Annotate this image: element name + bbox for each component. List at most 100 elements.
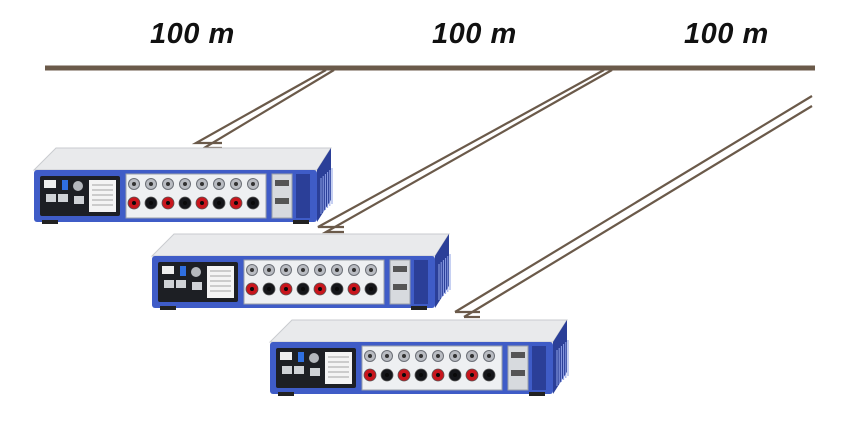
device-1-bnc-pin	[217, 182, 221, 186]
device-2-banana-jack-hole	[301, 287, 305, 291]
device-3-bnc-pin	[470, 354, 474, 358]
device-3-banana-jack-hole	[385, 373, 389, 377]
device-3-bnc-pin	[402, 354, 406, 358]
device-1-lid	[32, 147, 332, 171]
device-1-bnc-pin	[183, 182, 187, 186]
device-3-banana-jack-hole	[436, 373, 440, 377]
device-1-bnc-pin	[234, 182, 238, 186]
device-1-ethernet-port	[74, 196, 84, 204]
drop-cable-1-strand-a	[191, 69, 327, 145]
device-2-bnc-pin	[352, 268, 356, 272]
device-2-foot	[160, 306, 176, 310]
device-3-bnc-pin	[385, 354, 389, 358]
device-3-bnc-pin	[368, 354, 372, 358]
device-3-display	[280, 352, 292, 360]
device-3	[268, 319, 569, 396]
device-2-bnc-pin	[284, 268, 288, 272]
device-1	[32, 147, 333, 224]
device-1-bnc-pin	[166, 182, 170, 186]
device-2-bnc-pin	[301, 268, 305, 272]
device-2-display	[162, 266, 174, 274]
device-2-banana-jack-hole	[318, 287, 322, 291]
device-1-banana-jack-hole	[166, 201, 170, 205]
device-2-banana-jack-hole	[250, 287, 254, 291]
device-2-slot-connector	[393, 266, 407, 272]
device-2-end-cap	[414, 260, 428, 304]
device-2-power-connector	[191, 267, 201, 277]
device-1-power-connector	[73, 181, 83, 191]
device-3-ethernet-port	[282, 366, 292, 374]
device-2-bnc-pin	[335, 268, 339, 272]
device-2-banana-jack-hole	[284, 287, 288, 291]
device-1-ethernet-port	[46, 194, 56, 202]
device-1-bnc-pin	[149, 182, 153, 186]
drop-cable-2-strand-a	[317, 69, 605, 229]
device-2-ethernet-port	[176, 280, 186, 288]
device-2-usb-port	[180, 266, 186, 276]
device-3-slot-connector	[511, 352, 525, 358]
device-3-ethernet-port	[294, 366, 304, 374]
device-1-foot	[293, 220, 309, 224]
device-3-lid	[268, 319, 568, 343]
device-1-banana-jack-hole	[149, 201, 153, 205]
device-1-end-cap	[296, 174, 310, 218]
drop-cable-2-strand-b	[321, 69, 613, 234]
device-3-banana-jack-hole	[402, 373, 406, 377]
device-3-ethernet-port	[310, 368, 320, 376]
drop-cable-1	[191, 69, 335, 150]
device-3-banana-jack-hole	[368, 373, 372, 377]
device-3-end-cap	[532, 346, 546, 390]
device-2-bnc-pin	[369, 268, 373, 272]
device-3-foot	[529, 392, 545, 396]
device-3-banana-jack-hole	[487, 373, 491, 377]
device-1-banana-jack-hole	[251, 201, 255, 205]
device-2-banana-jack-hole	[369, 287, 373, 291]
device-3-bnc-pin	[436, 354, 440, 358]
device-2	[150, 233, 451, 310]
distance-label-2: 100 m	[432, 18, 517, 50]
device-1-bnc-pin	[251, 182, 255, 186]
device-3-banana-jack-hole	[453, 373, 457, 377]
drop-cable-1-strand-b	[200, 69, 335, 150]
device-3-slot-connector	[511, 370, 525, 376]
distance-label-3: 100 m	[684, 18, 769, 50]
device-2-banana-jack-hole	[352, 287, 356, 291]
device-1-bnc-pin	[200, 182, 204, 186]
device-2-ethernet-port	[164, 280, 174, 288]
device-3-bnc-pin	[453, 354, 457, 358]
device-1-ethernet-port	[58, 194, 68, 202]
device-2-slot-connector	[393, 284, 407, 290]
device-2-banana-jack-hole	[267, 287, 271, 291]
device-1-usb-port	[62, 180, 68, 190]
device-3-bnc-pin	[419, 354, 423, 358]
device-2-ethernet-port	[192, 282, 202, 290]
device-3-foot	[278, 392, 294, 396]
device-2-lid	[150, 233, 450, 257]
device-1-banana-jack-hole	[132, 201, 136, 205]
device-2-banana-jack-hole	[335, 287, 339, 291]
device-2-bnc-pin	[267, 268, 271, 272]
device-1-banana-jack-hole	[217, 201, 221, 205]
drop-cable-3-strand-b	[463, 105, 813, 318]
device-1-bnc-pin	[132, 182, 136, 186]
device-1-banana-jack-hole	[183, 201, 187, 205]
device-1-slot-connector	[275, 198, 289, 204]
device-1-banana-jack-hole	[234, 201, 238, 205]
device-1-banana-jack-hole	[200, 201, 204, 205]
distance-label-1: 100 m	[150, 18, 235, 50]
device-3-power-connector	[309, 353, 319, 363]
device-3-banana-jack-hole	[470, 373, 474, 377]
device-2-bnc-pin	[250, 268, 254, 272]
device-1-slot-connector	[275, 180, 289, 186]
device-2-foot	[411, 306, 427, 310]
device-1-foot	[42, 220, 58, 224]
device-3-bnc-pin	[487, 354, 491, 358]
device-1-display	[44, 180, 56, 188]
device-2-bnc-pin	[318, 268, 322, 272]
drop-cable-2	[317, 69, 613, 234]
drop-cable-3-strand-a	[454, 95, 813, 313]
device-3-usb-port	[298, 352, 304, 362]
device-3-banana-jack-hole	[419, 373, 423, 377]
